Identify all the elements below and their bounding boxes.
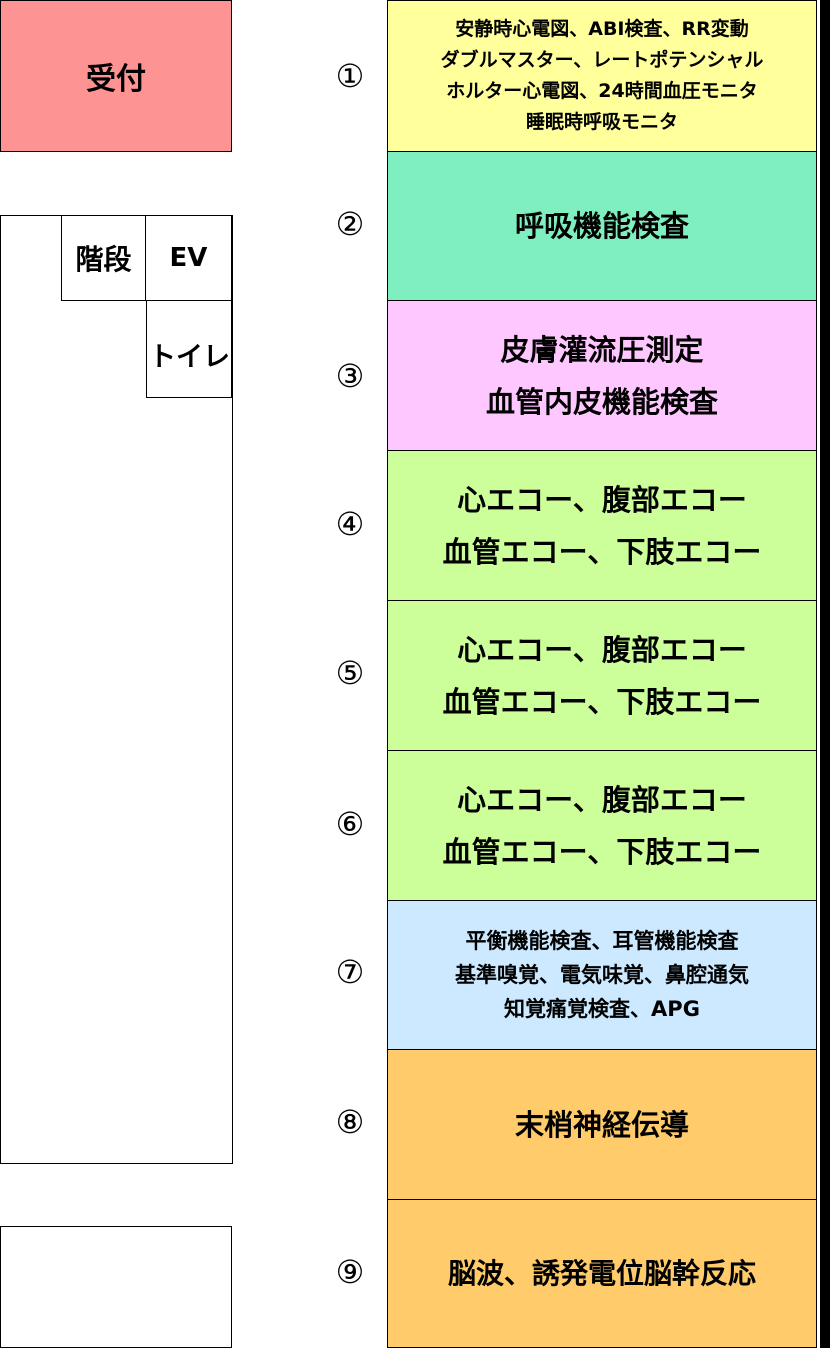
reception-label: 受付 (86, 62, 146, 97)
room-number-9: ⑨ (335, 1253, 365, 1291)
room-number-6: ⑥ (335, 805, 365, 843)
reception-area: 受付 (0, 0, 232, 152)
room-2: 呼吸機能検査 (387, 151, 817, 301)
room-number-8: ⑧ (335, 1103, 365, 1141)
stairs-label: 階段 (75, 243, 132, 276)
room-1: 安静時心電図、ABI検査、RR変動 ダブルマスター、レートポテンシャル ホルター… (387, 0, 817, 152)
room-1-line-4: 睡眠時呼吸モニタ (525, 111, 678, 133)
room-3: 皮膚灌流圧測定 血管内皮機能検査 (387, 300, 817, 451)
elevator-label: EV (169, 243, 208, 273)
room-7-line-2: 基準嗅覚、電気味覚、鼻腔通気 (455, 963, 749, 987)
room-6-line-1: 心エコー、腹部エコー (457, 782, 747, 817)
room-3-line-2: 血管内皮機能検査 (485, 384, 718, 419)
room-3-line-1: 皮膚灌流圧測定 (500, 332, 704, 367)
room-5-line-2: 血管エコー、下肢エコー (442, 684, 762, 719)
room-number-3: ③ (335, 357, 365, 395)
room-8: 末梢神経伝導 (387, 1049, 817, 1200)
room-5: 心エコー、腹部エコー 血管エコー、下肢エコー (387, 600, 817, 751)
room-8-line-1: 末梢神経伝導 (514, 1107, 689, 1142)
corridor-main (232, 215, 387, 1225)
room-7: 平衡機能検査、耳管機能検査 基準嗅覚、電気味覚、鼻腔通気 知覚痛覚検査、APG (387, 900, 817, 1050)
room-number-4: ④ (335, 505, 365, 543)
room-7-line-1: 平衡機能検査、耳管機能検査 (465, 929, 739, 953)
stairs-box: 階段 (61, 215, 146, 301)
room-5-line-1: 心エコー、腹部エコー (457, 632, 747, 667)
room-9-line-1: 脳波、誘発電位脳幹反応 (447, 1256, 756, 1290)
room-6-line-2: 血管エコー、下肢エコー (442, 834, 762, 869)
room-number-2: ② (335, 205, 365, 243)
room-number-5: ⑤ (335, 654, 365, 692)
wall-section-bottom (0, 1226, 232, 1348)
room-number-7: ⑦ (335, 953, 365, 991)
toilet-box: トイレ (146, 300, 232, 398)
room-2-line-1: 呼吸機能検査 (514, 209, 689, 243)
corridor-lower (0, 1163, 387, 1226)
room-4-line-1: 心エコー、腹部エコー (457, 482, 747, 517)
room-number-1: ① (335, 57, 365, 95)
room-9: 脳波、誘発電位脳幹反応 (387, 1199, 817, 1348)
room-7-line-3: 知覚痛覚検査、APG (504, 997, 700, 1021)
room-6: 心エコー、腹部エコー 血管エコー、下肢エコー (387, 750, 817, 901)
room-1-line-2: ダブルマスター、レートポテンシャル (440, 49, 764, 71)
toilet-label: トイレ (149, 342, 230, 373)
room-4: 心エコー、腹部エコー 血管エコー、下肢エコー (387, 450, 817, 601)
room-1-line-1: 安静時心電図、ABI検査、RR変動 (455, 18, 749, 40)
room-1-line-3: ホルター心電図、24時間血圧モニタ (446, 80, 758, 102)
corridor-bottom (232, 1226, 387, 1348)
room-4-line-2: 血管エコー、下肢エコー (442, 534, 762, 569)
elevator-box: EV (145, 215, 232, 301)
